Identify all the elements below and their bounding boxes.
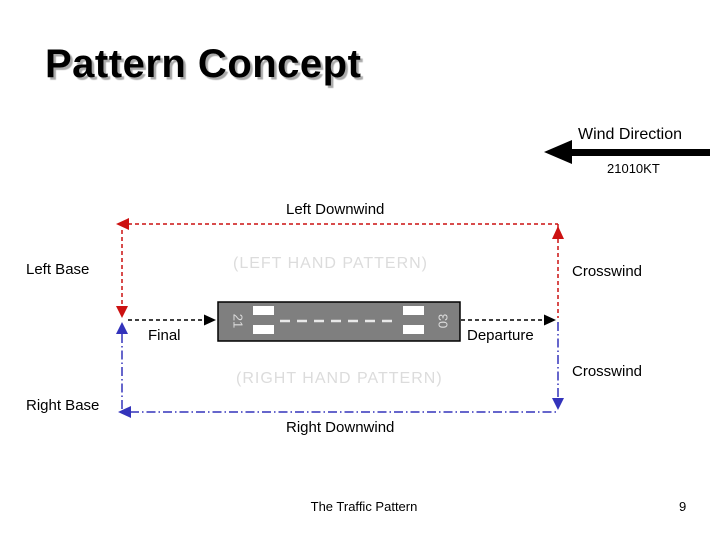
final-arrowhead bbox=[204, 314, 216, 326]
right-downwind-arrowhead bbox=[118, 406, 131, 418]
left-downwind-label: Left Downwind bbox=[286, 201, 385, 218]
slide-title: Pattern Concept bbox=[45, 42, 362, 86]
right-base-label: Right Base bbox=[26, 397, 100, 414]
crosswind-upper-label: Crosswind bbox=[572, 263, 643, 280]
left-pattern-arrows bbox=[116, 218, 564, 318]
right-hand-pattern-label: (RIGHT HAND PATTERN) bbox=[236, 370, 443, 387]
right-base-arrowhead bbox=[116, 322, 128, 334]
page-number: 9 bbox=[679, 499, 687, 514]
left-downwind-arrowhead bbox=[116, 218, 129, 230]
left-base-arrowhead bbox=[116, 306, 128, 318]
wind-arrow-head-icon bbox=[544, 140, 572, 164]
runway-number-21: 21 bbox=[231, 314, 246, 328]
left-base-label: Left Base bbox=[26, 261, 90, 278]
runway-threshold-bars bbox=[253, 306, 424, 334]
departure-label: Departure bbox=[467, 327, 534, 344]
wind-arrow-icon bbox=[570, 149, 710, 156]
wind-speed-label: 21010KT bbox=[607, 161, 660, 176]
approach-arrows bbox=[204, 314, 556, 326]
footer-title: The Traffic Pattern bbox=[310, 499, 418, 514]
left-hand-pattern-label: (LEFT HAND PATTERN) bbox=[233, 255, 429, 272]
departure-arrowhead bbox=[544, 314, 556, 326]
runway-number-03: 03 bbox=[435, 314, 450, 328]
right-pattern-lines bbox=[121, 322, 559, 413]
left-crosswind-arrowhead bbox=[552, 226, 564, 239]
wind-direction-label: Wind Direction bbox=[578, 126, 683, 143]
final-label: Final bbox=[148, 327, 181, 344]
right-crosswind-arrowhead bbox=[552, 398, 564, 410]
runway: 21 03 bbox=[217, 301, 461, 342]
right-downwind-label: Right Downwind bbox=[286, 419, 395, 436]
right-pattern-arrows bbox=[116, 322, 564, 418]
crosswind-lower-label: Crosswind bbox=[572, 363, 643, 380]
